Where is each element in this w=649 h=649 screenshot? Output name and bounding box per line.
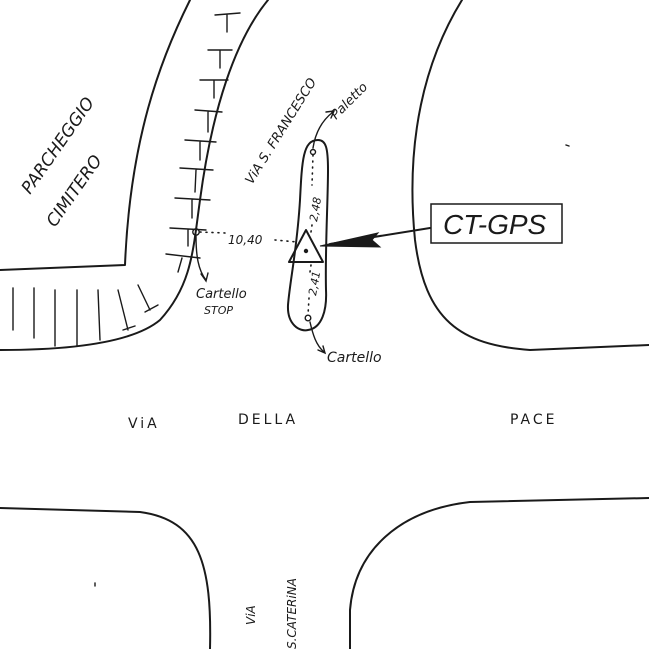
gps-triangle-icon bbox=[288, 229, 324, 263]
stop-sign-label: Cartello bbox=[196, 287, 247, 302]
post-label: Paletto bbox=[328, 80, 371, 123]
block-upper-right bbox=[411, 0, 649, 351]
block-lower-left bbox=[0, 507, 212, 649]
street-della-pace-via: ViA bbox=[128, 416, 160, 432]
pencil-mark bbox=[94, 144, 570, 587]
distance-upper: 2,48 bbox=[307, 196, 324, 222]
street-santa-caterina-name: S.CATERiNA bbox=[285, 578, 299, 649]
measure-line-stop-2 bbox=[274, 239, 298, 243]
measure-line-lower bbox=[307, 264, 312, 316]
distance-stop-sign: 10,40 bbox=[228, 233, 263, 247]
distance-lower: 2,41 bbox=[306, 270, 323, 296]
street-santa-caterina-via: ViA bbox=[244, 605, 258, 625]
sign-label: Cartello bbox=[327, 350, 382, 366]
traffic-island bbox=[286, 139, 329, 332]
gps-arrowhead bbox=[319, 232, 382, 248]
arrow-stop-sign bbox=[195, 235, 209, 283]
block-lower-right bbox=[349, 497, 649, 649]
sign-point bbox=[304, 314, 312, 322]
measure-line-stop bbox=[199, 231, 226, 234]
street-san-francesco-label: ViA S. FRANCESCO bbox=[243, 76, 320, 187]
parking-curb-outer bbox=[0, 0, 191, 271]
street-della-pace-pace: PACE bbox=[510, 412, 558, 428]
measure-line-upper bbox=[310, 154, 314, 233]
stop-sign-label-2: STOP bbox=[204, 304, 233, 317]
gps-point bbox=[303, 248, 309, 254]
gps-label: CT-GPS bbox=[443, 209, 547, 240]
gps-label-box bbox=[430, 203, 563, 244]
street-della-pace-della: DELLA bbox=[238, 412, 298, 428]
parking-stalls bbox=[12, 12, 241, 347]
parking-curb-inner bbox=[0, 0, 269, 351]
arrow-post bbox=[312, 110, 336, 149]
post-point bbox=[309, 148, 317, 156]
arrow-sign bbox=[309, 321, 327, 355]
stop-sign-point bbox=[192, 228, 200, 236]
